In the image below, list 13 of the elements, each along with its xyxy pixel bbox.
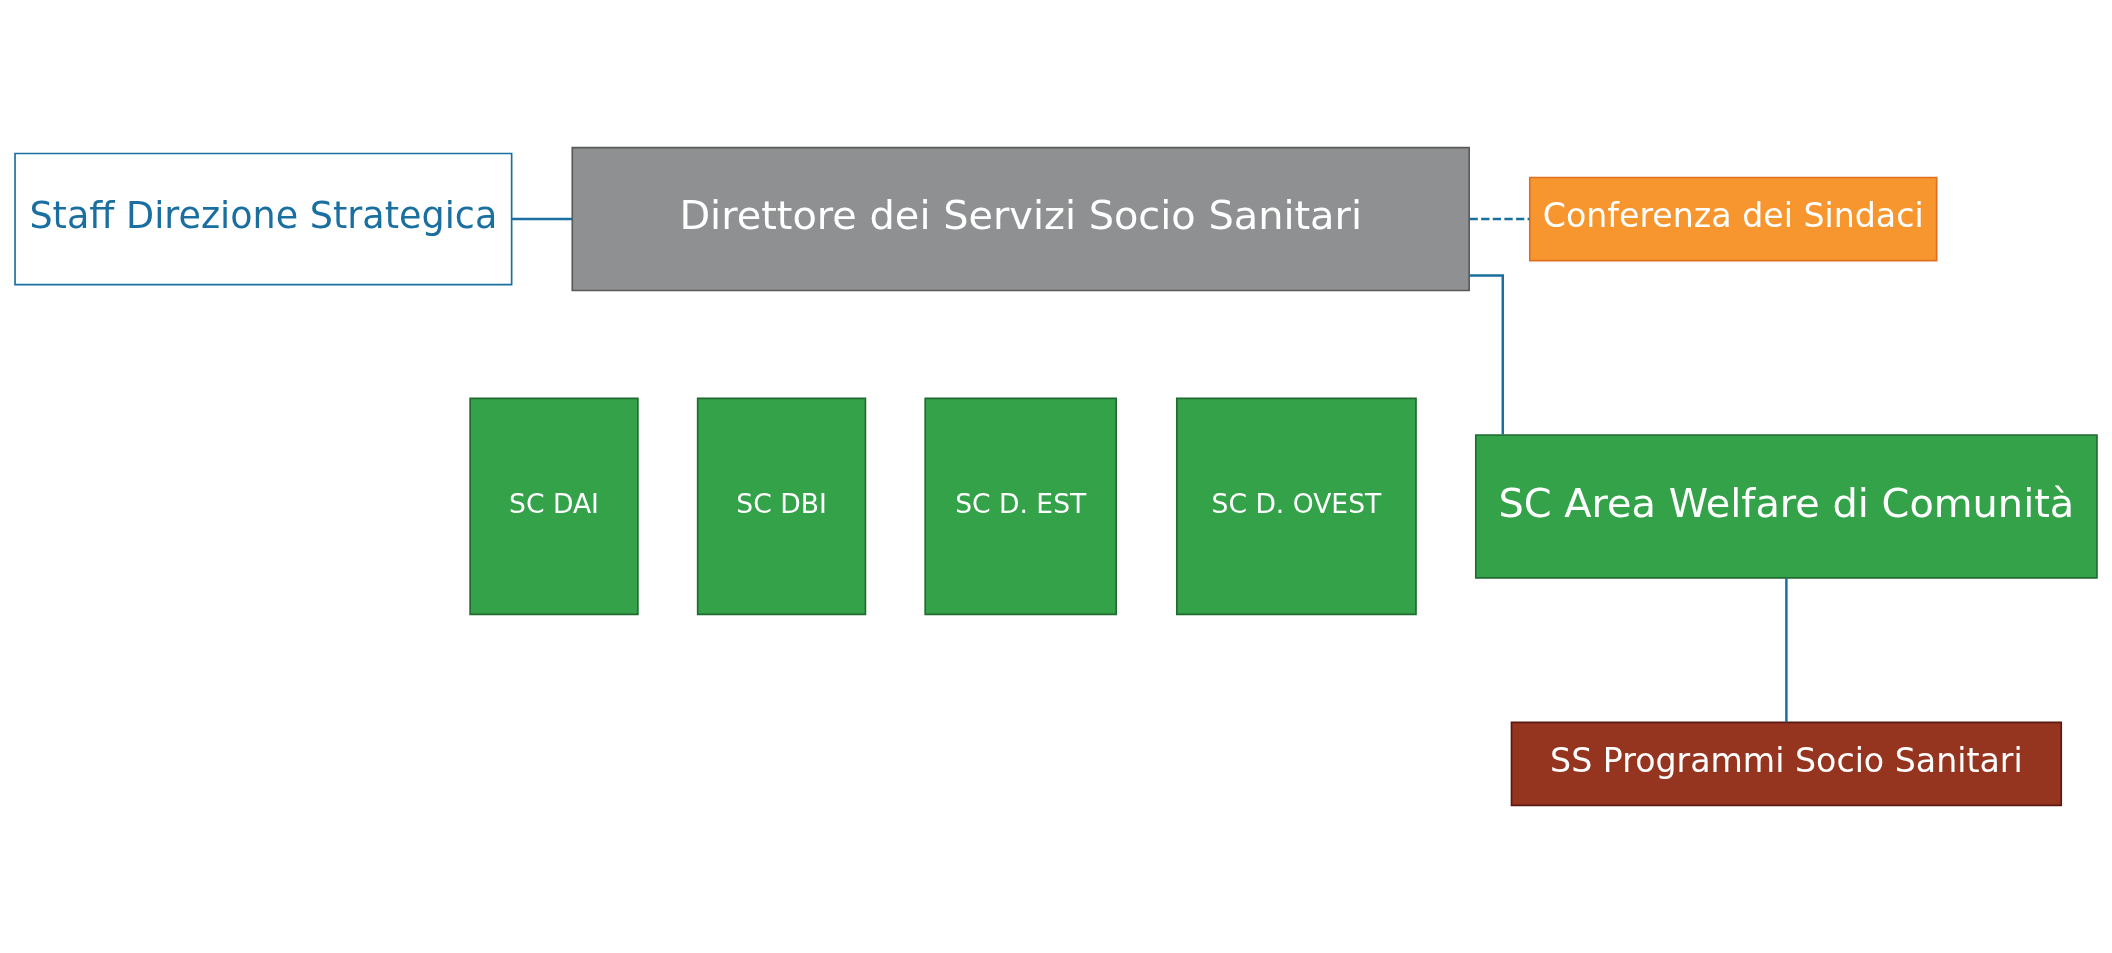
node-box: SS Programmi Socio Sanitari [1510,721,2063,807]
connector [1785,578,1788,723]
connector [1469,274,1505,435]
node-box: SC DBI [696,397,867,616]
connector [1469,217,1530,221]
node-box: SC DAI [469,397,639,616]
node-box: Staff Direzione Strategica [14,152,513,286]
node-box: Direttore dei Servizi Socio Sanitari [571,146,1470,292]
node-box: SC D. EST [924,397,1118,616]
node-box: SC Area Welfare di Comunità [1474,434,2098,579]
node-box: SC D. OVEST [1176,397,1417,616]
connector [511,217,573,221]
node-box: Conferenza dei Sindaci [1528,176,1938,262]
